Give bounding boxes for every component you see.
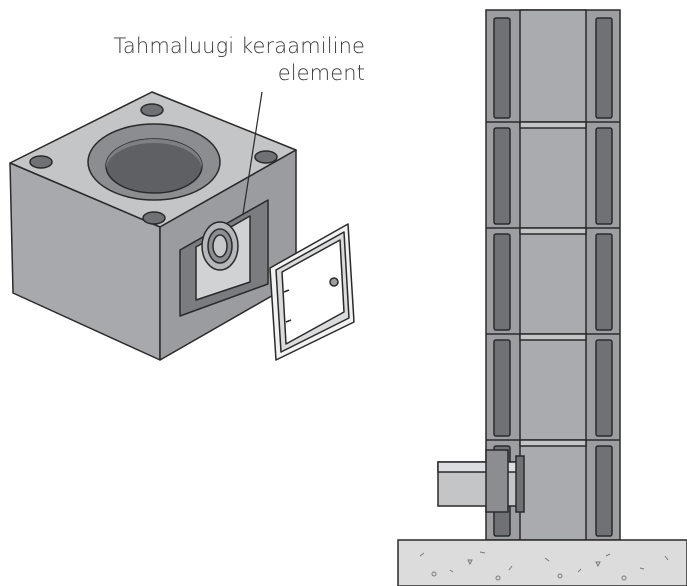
clean-out-door-illustration	[269, 223, 355, 361]
annotation-label-line2: element	[277, 61, 365, 85]
ceramic-block-illustration	[9, 91, 297, 361]
annotation-leader-line	[242, 91, 263, 215]
annotation-label-line1: Tahmaluugi keraamiline	[113, 34, 365, 58]
connecting-pipe-illustration	[437, 449, 525, 513]
concrete-floor-illustration	[397, 539, 687, 586]
